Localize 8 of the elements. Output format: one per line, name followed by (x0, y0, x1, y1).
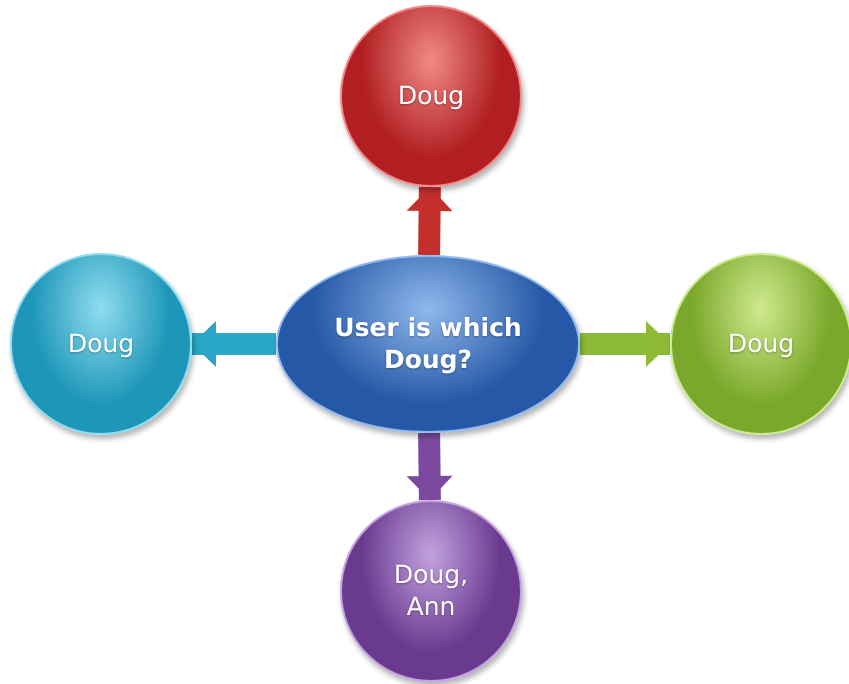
node-label: Doug, Ann (392, 558, 470, 623)
node-label: User is which Doug? (333, 312, 523, 376)
block-arrow (406, 432, 453, 500)
node-label: Doug (728, 328, 794, 360)
node-label: Doug (68, 328, 134, 360)
block-arrow (580, 321, 670, 367)
node-label: Doug (398, 80, 464, 112)
block-arrow (192, 321, 276, 367)
